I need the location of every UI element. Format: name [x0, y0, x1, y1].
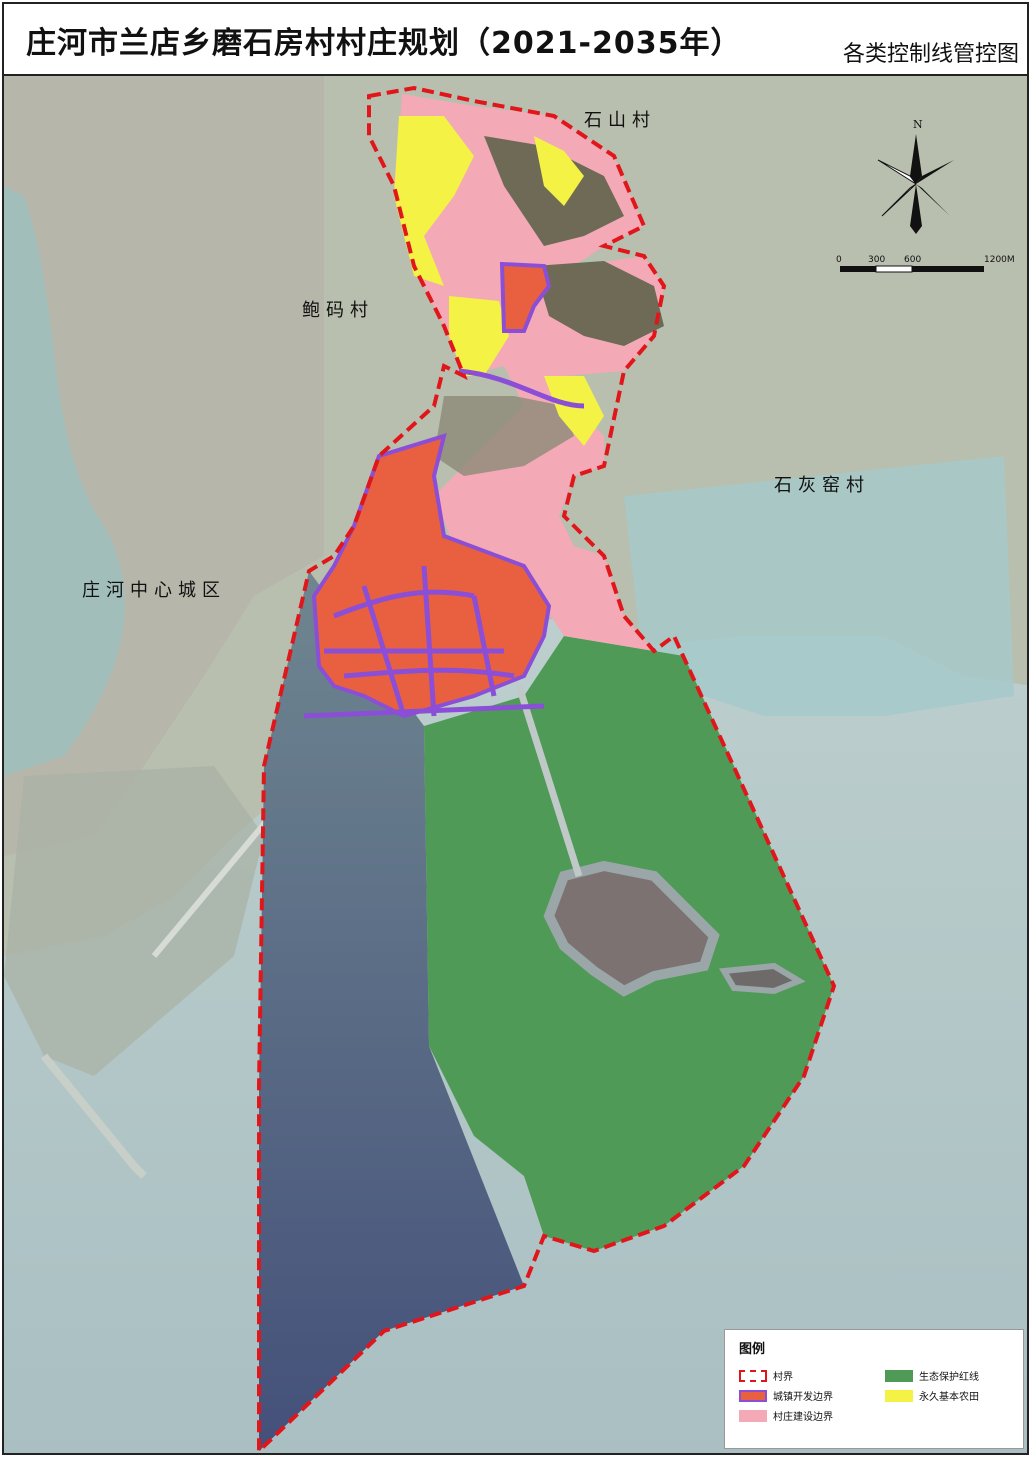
legend-label: 生态保护红线	[919, 1372, 979, 1383]
label-zhuanghe-center: 庄河中心城区	[82, 580, 226, 601]
salt-ponds	[624, 456, 1014, 716]
legend-item-eco-redline: 生态保护红线	[885, 1368, 979, 1383]
deep-sea-area	[259, 571, 524, 1451]
farmland-zone-south	[544, 376, 604, 446]
legend-label: 村庄建设边界	[773, 1412, 833, 1423]
village-boundary	[257, 85, 837, 1453]
legend-item-village-boundary: 村界	[739, 1368, 793, 1383]
forest-hills-east	[534, 261, 664, 346]
legend-swatch-urban	[739, 1389, 767, 1402]
legend-swatch-dashed	[739, 1369, 767, 1382]
legend-label: 城镇开发边界	[773, 1392, 833, 1403]
compass-north: N	[913, 118, 923, 131]
label-baoma-village: 鲍码村	[302, 300, 374, 321]
urban-development-zone-north	[499, 261, 552, 333]
legend-item-urban-boundary: 城镇开发边界	[739, 1388, 833, 1403]
legend-swatch-yellow	[885, 1389, 913, 1402]
compass-icon: N	[877, 118, 954, 234]
scale-label-0: 0	[836, 255, 842, 265]
scale-label-300: 300	[868, 255, 885, 265]
farmland-zone-ne	[534, 136, 584, 206]
port-peninsula	[4, 766, 264, 1076]
island	[543, 860, 720, 997]
legend-title: 图例	[739, 1342, 766, 1357]
label-shishan-village: 石山村	[584, 110, 656, 131]
village-construction-zone	[394, 94, 664, 651]
scale-label-1200: 1200M	[984, 255, 1015, 265]
farmland-zone-mid	[449, 296, 509, 376]
legend-swatch-green	[885, 1369, 913, 1382]
legend-swatch-pink	[739, 1409, 767, 1422]
breakwater	[40, 1053, 147, 1179]
map-subtitle: 各类控制线管控图	[842, 42, 1019, 67]
map-header: 庄河市兰店乡磨石房村村庄规划（2021-2035年） 各类控制线管控图	[4, 4, 1027, 76]
urban-development-zone	[311, 433, 552, 719]
scale-label-600: 600	[904, 255, 921, 265]
urban-road-grid	[303, 565, 545, 719]
map-title: 庄河市兰店乡磨石房村村庄规划（2021-2035年）	[26, 26, 742, 61]
islet	[719, 962, 806, 995]
legend-label: 村界	[773, 1372, 793, 1383]
scale-bar: 0 300 600 1200M	[836, 255, 1015, 273]
label-shihuiyao-village: 石灰窑村	[774, 475, 870, 496]
legend-label: 永久基本农田	[919, 1392, 979, 1403]
causeway-island	[515, 684, 583, 878]
farmland-zone-north	[394, 116, 474, 286]
legend-item-farmland: 永久基本农田	[885, 1388, 979, 1403]
river-inlet	[4, 186, 125, 776]
main-road	[458, 368, 585, 409]
map-canvas: 石山村 鲍码村 石灰窑村 庄河中心城区 N 0 300 600 1200M	[4, 76, 1027, 1453]
legend-item-village-construction: 村庄建设边界	[739, 1408, 833, 1423]
farmland-mid	[434, 396, 574, 476]
legend: 图例 村界 城镇开发边界 村庄建设边界 生态保护红线 永久基本农田	[724, 1329, 1024, 1449]
